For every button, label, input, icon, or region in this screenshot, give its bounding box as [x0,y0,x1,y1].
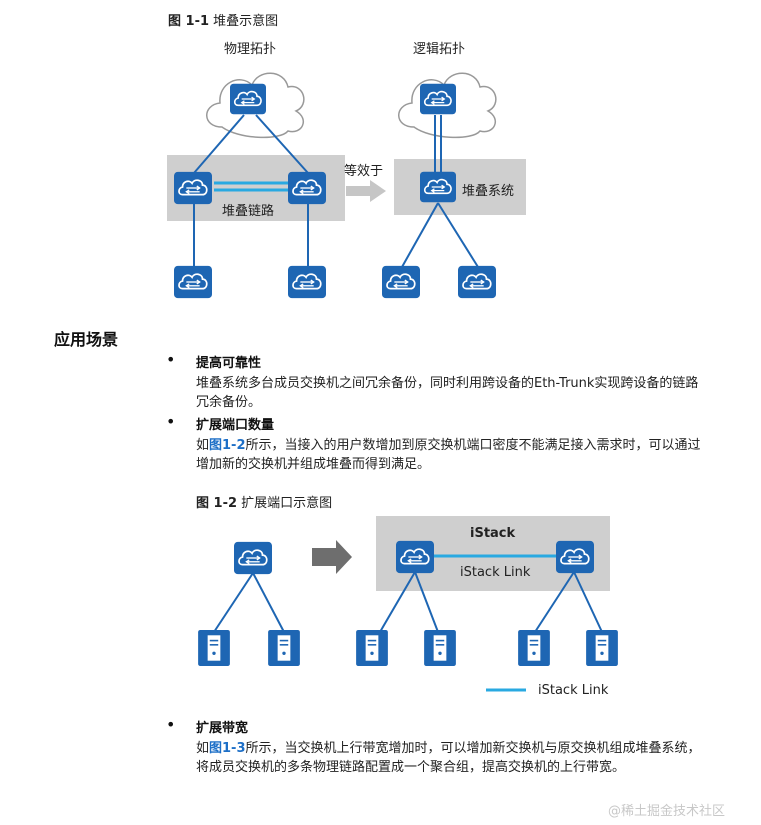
section-title: 应用场景 [54,330,119,349]
item-body-reliability: 堆叠系统多台成员交换机之间冗余备份，同时利用跨设备的Eth-Trunk实现跨设备… [196,376,699,410]
item-title-bandwidth: 扩展带宽 [196,721,249,736]
legend-label: iStack Link [538,683,609,698]
access-switch-icon [174,265,212,299]
physical-topology-label: 物理拓扑 [224,42,277,57]
figure-caption: 图 1-2 扩展端口示意图 [196,492,332,511]
core-switch-icon [420,83,456,115]
stack-member-switch-icon [174,171,212,205]
istack-link-label: iStack Link [460,565,531,580]
server-icon [424,630,456,666]
body-text: 如 [196,438,210,453]
stack-member-switch-icon [556,540,594,574]
access-switch-icon [288,265,326,299]
figure-title: 扩展端口示意图 [241,496,333,511]
body-text: 所示，当交换机上行带宽增加时，可以增加新交换机与原交换机组成堆叠系统，将成员交换… [196,741,701,775]
figure-title: 堆叠示意图 [213,14,279,29]
figure-1-3-link[interactable]: 图1-3 [209,741,246,756]
stack-system-label: 堆叠系统 [462,184,515,199]
core-switch-icon [230,83,266,115]
server-icon [198,630,230,666]
istack-label: iStack [470,526,516,541]
stack-member-switch-icon [288,171,326,205]
logical-topology-diagram [382,72,526,299]
stack-system-box [394,159,526,215]
item-title-port-expansion: 扩展端口数量 [196,418,275,433]
server-icon [356,630,388,666]
server-icon [268,630,300,666]
figure-number: 图 1-2 [196,496,238,511]
item-body-bandwidth: 如图1-3所示，当交换机上行带宽增加时，可以增加新交换机与原交换机组成堆叠系统，… [196,739,701,777]
item-body-port-expansion: 如图1-2所示，当接入的用户数增加到原交换机端口密度不能满足接入需求时，可以通过… [196,436,701,474]
equivalent-arrow-icon [346,180,386,202]
physical-topology-diagram [167,72,345,299]
arrow-right-icon [312,540,352,574]
bullet-icon: • [166,350,176,369]
figure-number: 图 1-1 [168,14,210,29]
logical-topology-label: 逻辑拓扑 [413,42,466,57]
server-icon [518,630,550,666]
stack-link-label: 堆叠链路 [222,204,275,219]
bullet-icon: • [166,412,176,431]
switch-icon [234,541,272,575]
bullet-icon: • [166,715,176,734]
access-switch-icon [382,265,420,299]
figure-1-2-link[interactable]: 图1-2 [209,438,246,453]
server-icon [586,630,618,666]
item-title-reliability: 提高可靠性 [196,356,262,371]
figure-caption: 图 1-1 堆叠示意图 [168,10,278,29]
watermark: @稀土掘金技术社区 [608,804,726,819]
access-switch-icon [458,265,496,299]
body-text: 如 [196,741,210,756]
equivalent-label: 等效于 [344,164,384,179]
port-expansion-diagram [198,516,618,692]
body-text: 所示，当接入的用户数增加到原交换机端口密度不能满足接入需求时，可以通过增加新的交… [196,438,701,472]
stack-switch-icon [420,171,456,203]
stack-member-switch-icon [396,540,434,574]
